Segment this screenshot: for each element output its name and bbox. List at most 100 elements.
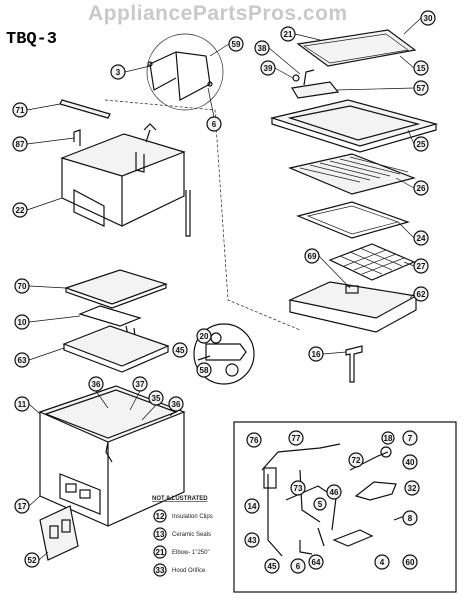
briquette-grid (328, 243, 416, 281)
up-arrow (143, 123, 157, 143)
svg-text:37: 37 (136, 380, 145, 389)
knob-bracket (39, 505, 79, 561)
svg-text:13: 13 (156, 530, 165, 539)
svg-text:Ceramic Seals: Ceramic Seals (172, 532, 211, 538)
callout-4: 4 (374, 554, 390, 570)
svg-text:4: 4 (380, 558, 385, 567)
svg-text:39: 39 (264, 64, 273, 73)
callout-45a: 45 (172, 342, 188, 358)
callout-7: 7 (402, 430, 418, 446)
svg-text:60: 60 (406, 558, 415, 567)
svg-text:17: 17 (18, 502, 27, 511)
callout-36b: 36 (168, 396, 184, 412)
svg-text:20: 20 (200, 332, 209, 341)
callout-70: 70 (14, 278, 30, 294)
svg-text:36: 36 (92, 380, 101, 389)
callout-39: 39 (260, 60, 276, 76)
callout-69: 69 (304, 248, 320, 264)
hinge-bracket (291, 69, 340, 99)
callout-15: 15 (413, 60, 429, 76)
side-clip (73, 129, 81, 146)
svg-text:27: 27 (417, 262, 426, 271)
callout-14: 14 (244, 498, 260, 514)
svg-text:6: 6 (296, 562, 301, 571)
callout-46: 46 (326, 484, 342, 500)
svg-text:Elbow- 1"250": Elbow- 1"250" (172, 550, 210, 556)
callout-25: 25 (413, 136, 429, 152)
svg-text:45: 45 (176, 346, 185, 355)
callout-76: 76 (246, 432, 262, 448)
callout-32: 32 (404, 480, 420, 496)
svg-text:22: 22 (16, 206, 25, 215)
svg-text:57: 57 (417, 84, 426, 93)
svg-text:73: 73 (294, 484, 303, 493)
callout-73: 73 (290, 480, 306, 496)
callout-6b: 6 (290, 558, 306, 574)
svg-text:76: 76 (250, 436, 259, 445)
callout-27: 27 (413, 258, 429, 274)
firebox (60, 133, 191, 237)
svg-text:7: 7 (408, 434, 413, 443)
callout-77: 77 (288, 430, 304, 446)
svg-text:32: 32 (408, 484, 417, 493)
callout-22: 22 (12, 202, 28, 218)
callout-59: 59 (228, 36, 244, 52)
callout-63: 63 (14, 352, 30, 368)
svg-text:6: 6 (212, 120, 217, 129)
svg-text:77: 77 (292, 434, 301, 443)
callout-60: 60 (402, 554, 418, 570)
callout-36a: 36 (88, 376, 104, 392)
svg-text:11: 11 (18, 400, 27, 409)
callout-40: 40 (402, 454, 418, 470)
svg-text:59: 59 (232, 40, 241, 49)
svg-text:71: 71 (16, 106, 25, 115)
base-plate (62, 325, 170, 373)
watermark: AppliancePartsPros.com (88, 2, 348, 25)
svg-text:5: 5 (318, 500, 323, 509)
grate-frame (296, 201, 410, 239)
gas-train-detail-box (233, 421, 457, 593)
svg-text:38: 38 (258, 44, 267, 53)
callout-20: 20 (196, 328, 212, 344)
svg-text:62: 62 (417, 290, 426, 299)
lower-cabinet (38, 385, 186, 527)
callout-3: 3 (110, 64, 126, 80)
callout-87: 87 (12, 136, 28, 152)
trim-rail (59, 99, 111, 119)
callout-38: 38 (254, 40, 270, 56)
svg-text:52: 52 (28, 556, 37, 565)
burner-tray (288, 281, 418, 333)
svg-text:70: 70 (18, 282, 27, 291)
callout-18: 18 (381, 431, 395, 445)
svg-text:26: 26 (417, 184, 426, 193)
callouts: 30 21 59 3 38 15 39 57 6 71 87 25 22 26 … (12, 10, 436, 574)
cooking-grate (288, 153, 416, 195)
svg-text:64: 64 (312, 558, 321, 567)
callout-24: 24 (413, 230, 429, 246)
top-frame (269, 99, 439, 153)
callout-16: 16 (308, 346, 324, 362)
callout-45b: 45 (264, 558, 280, 574)
svg-text:24: 24 (417, 234, 426, 243)
svg-text:10: 10 (18, 318, 27, 327)
svg-text:36: 36 (172, 400, 181, 409)
svg-text:63: 63 (18, 356, 27, 365)
svg-text:58: 58 (200, 366, 209, 375)
svg-text:8: 8 (408, 514, 413, 523)
valve-detail (193, 323, 255, 385)
svg-text:25: 25 (417, 140, 426, 149)
callout-11: 11 (14, 396, 30, 412)
callout-17: 17 (14, 498, 30, 514)
svg-text:21: 21 (156, 548, 165, 557)
top-plate (64, 269, 168, 309)
svg-text:46: 46 (330, 488, 339, 497)
svg-text:14: 14 (248, 502, 257, 511)
svg-text:45: 45 (268, 562, 277, 571)
legend-item: 13 Ceramic Seals (153, 527, 211, 541)
leader-lines (26, 17, 422, 561)
legend-item: 12 Insulation Clips (153, 509, 213, 523)
callout-72: 72 (348, 452, 364, 468)
svg-text:Insulation Clips: Insulation Clips (172, 514, 213, 520)
hood-rod (146, 33, 224, 111)
callout-43: 43 (244, 532, 260, 548)
